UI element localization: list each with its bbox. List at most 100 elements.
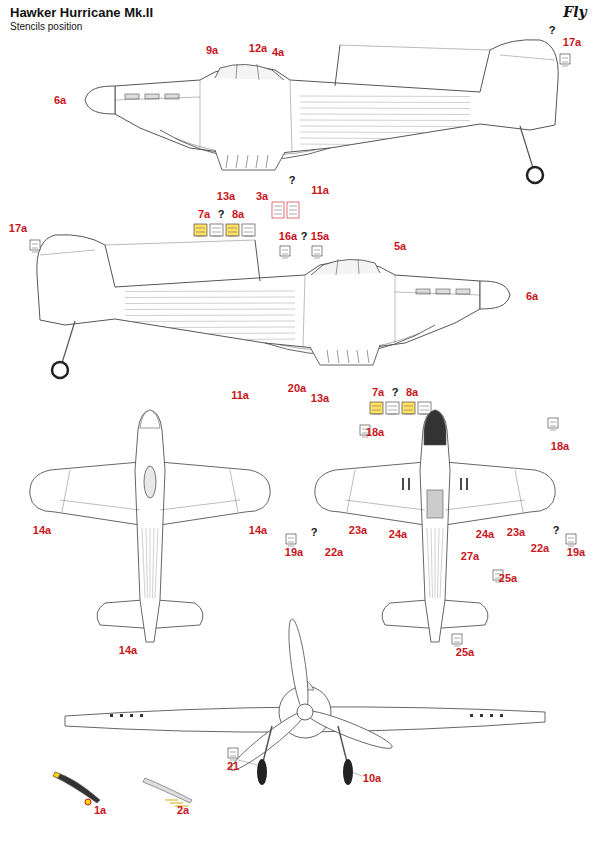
gun-port: [130, 714, 133, 717]
stencil-text-line: [388, 406, 397, 407]
stencil-text-line: [170, 803, 183, 804]
gun-port: [120, 714, 123, 717]
stencil-text-line: [196, 228, 205, 229]
propeller-blade: [302, 706, 394, 754]
panel-line: [200, 80, 201, 148]
radiator: [310, 345, 380, 365]
callout-number: 12a: [249, 43, 267, 54]
aileron-line: [347, 470, 355, 512]
stencil-text-line: [274, 210, 282, 211]
callout-number: 22a: [325, 547, 343, 558]
spinner: [297, 704, 313, 720]
fabric-stringer: [300, 114, 470, 116]
fuselage: [135, 410, 165, 642]
fabric-stringer: [155, 528, 158, 598]
fabric-stringer: [125, 303, 295, 305]
fabric-stringer: [165, 327, 295, 329]
stencil-text-line: [289, 214, 297, 215]
fuselage: [115, 40, 558, 156]
gun-port: [490, 714, 493, 717]
propeller-hub: [85, 799, 91, 805]
stencil-box: [30, 240, 40, 250]
callout-number: 24a: [476, 529, 494, 540]
flap-line: [60, 500, 140, 510]
stencil-box: [228, 748, 238, 758]
query-mark: ?: [301, 231, 308, 242]
fabric-stringer: [125, 309, 295, 311]
callout-number: 18a: [551, 441, 569, 452]
stencil-box: [286, 534, 296, 544]
fabric-stringer: [300, 138, 393, 140]
fabric-stringer: [435, 528, 436, 598]
stencil-box: [312, 246, 322, 256]
panel-line: [115, 97, 200, 100]
stencil-text-line: [196, 236, 205, 237]
antenna-mast: [255, 240, 260, 281]
callout-number: 17a: [9, 223, 27, 234]
gun-port-mark: [408, 478, 410, 490]
gun-port: [480, 714, 483, 717]
canopy: [311, 259, 380, 275]
callout-number: 19a: [285, 547, 303, 558]
stencil-box: [272, 202, 284, 218]
callout-number: 11a: [311, 185, 329, 196]
callout-number: 8a: [232, 209, 244, 220]
stencil-text-line: [289, 210, 297, 211]
callout-number: 10a: [363, 773, 381, 784]
query-mark: ?: [289, 175, 296, 186]
fuselage: [420, 410, 450, 642]
stencil-text-line: [404, 414, 413, 415]
fabric-stringer: [128, 321, 296, 323]
radiator-slat: [347, 350, 349, 363]
panel-line: [303, 275, 305, 347]
callout-number: 18a: [366, 427, 384, 438]
antenna-mast: [335, 45, 340, 86]
tail-wheel: [527, 167, 543, 183]
callout-number: 17a: [563, 37, 581, 48]
fabric-stringer: [300, 132, 430, 134]
callout-number: 7a: [198, 209, 210, 220]
stencil-text-line: [228, 228, 237, 229]
spinner: [480, 281, 510, 309]
canopy-frame: [358, 259, 359, 274]
stencil-text-line: [568, 542, 574, 543]
canopy-frame: [236, 64, 237, 79]
propeller-blade: [285, 618, 312, 713]
stencil-box: [560, 54, 570, 64]
canopy: [215, 64, 284, 80]
stencil-text-line: [244, 232, 253, 233]
callout-number: 22a: [531, 543, 549, 554]
stencil-box: [386, 402, 399, 414]
tailwheel-leg: [520, 126, 533, 168]
stencil-text-line: [289, 206, 297, 207]
plan-view-top: [30, 410, 270, 642]
fabric-stringer: [427, 528, 430, 598]
stencil-text-line: [562, 66, 568, 67]
exhaust-stub: [436, 289, 450, 294]
callout-number: 15a: [311, 231, 329, 242]
fabric-stringer: [300, 102, 470, 104]
stencil-text-line: [288, 542, 294, 543]
stencil-text-line: [454, 642, 460, 643]
stencil-text-line: [282, 250, 288, 251]
fabric-stringer: [431, 528, 433, 598]
side-view-port: [85, 40, 558, 183]
fabric-stringer: [300, 126, 468, 128]
canopy-frame: [257, 64, 259, 80]
spinner: [85, 86, 115, 114]
stencil-text-line: [228, 236, 237, 237]
stencil-text-line: [568, 538, 574, 539]
canopy-frame: [336, 259, 338, 275]
rudder-line: [500, 55, 555, 60]
stencil-text-line: [562, 58, 568, 59]
stencil-box: [418, 402, 431, 414]
stencil-text-line: [230, 752, 236, 753]
fabric-stringer: [300, 120, 470, 122]
stencil-text-line: [32, 248, 38, 249]
fabric-stringer: [300, 108, 470, 110]
stencil-text-line: [212, 236, 221, 237]
query-mark: ?: [218, 209, 225, 220]
fabric-stringer: [300, 96, 470, 98]
panel-line: [290, 80, 292, 152]
